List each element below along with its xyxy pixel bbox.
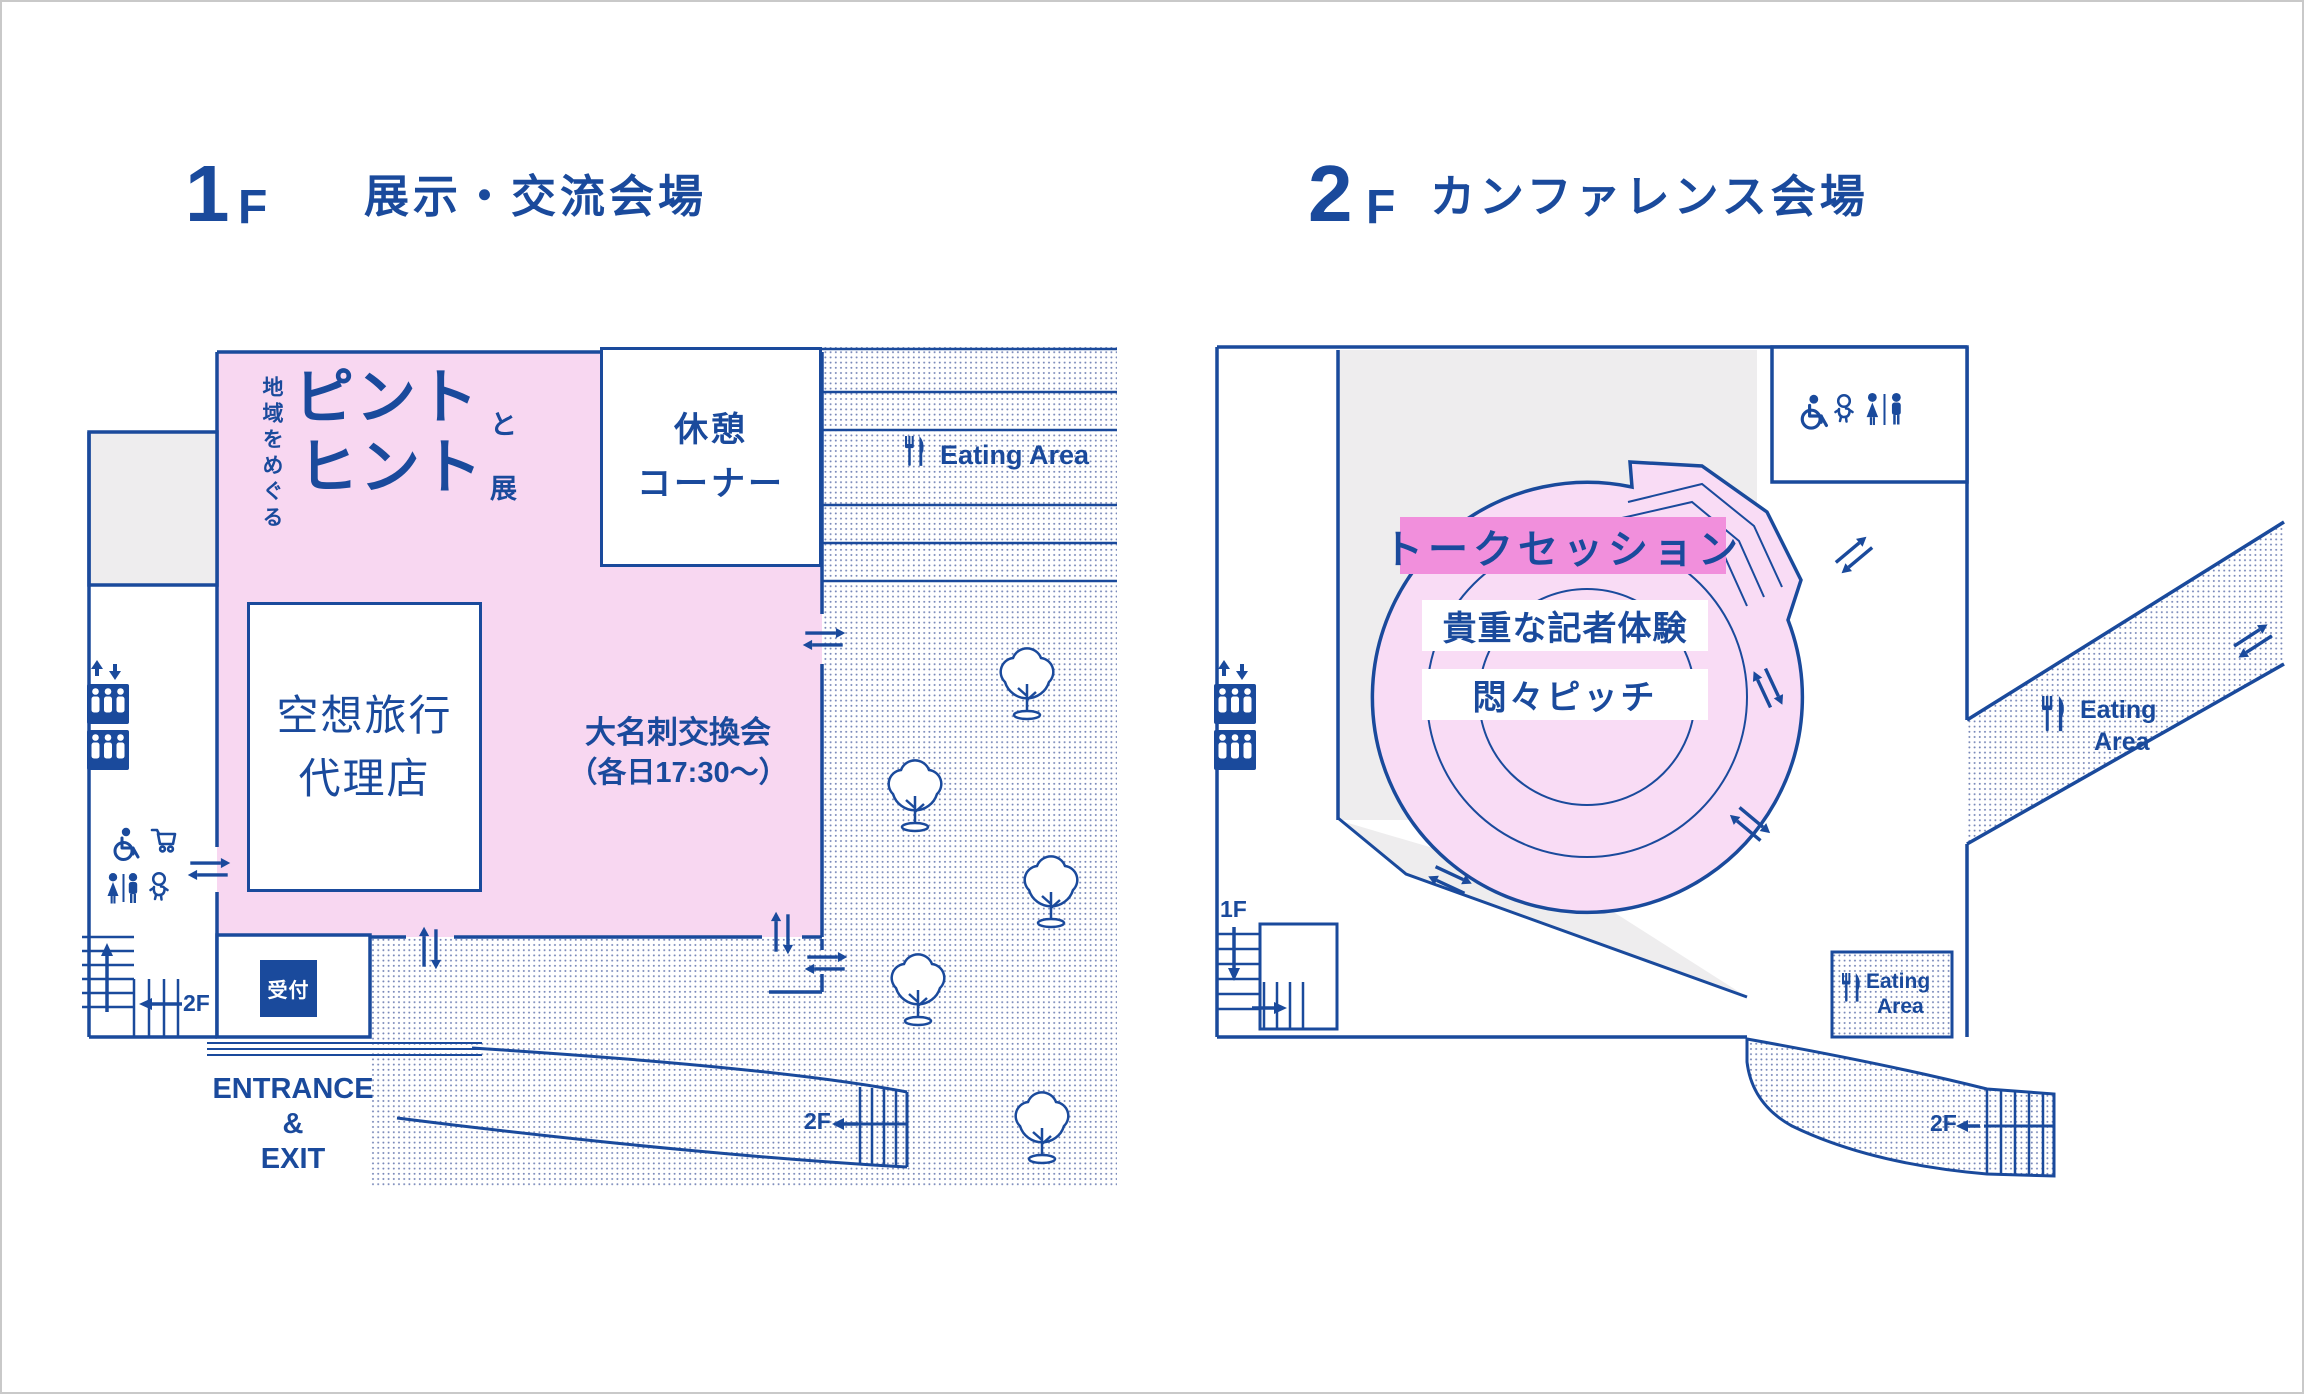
outdoor-ramp-dotted [1745,1037,2056,1178]
elevator-icon [85,658,131,772]
entrance-line3: EXIT [260,1142,326,1175]
gray-wedge-edge [1337,816,1748,999]
floor1-title: 展示・交流会場 [364,171,708,222]
program1-label: 貴重な記者体験 [1442,610,1688,648]
floor2-suffix: F [1366,181,1396,234]
logo-word1: ピント [294,364,480,431]
floor1-number: 1 [185,149,230,238]
eating-area-label: Area [1877,995,1924,1018]
floor1-suffix: F [238,181,268,234]
inner-staircase [82,935,180,1037]
baby-icon [149,871,169,901]
logo-connector: と [490,410,517,440]
eating-corridor-dotted [1967,522,2284,844]
f2-staircase-arrows [1228,927,1287,1014]
reception-label: 受付 [267,980,310,1002]
inner-staircase-arrows [101,943,182,1012]
restroom-divider [1883,394,1886,425]
rest-corner-label-line1: 休憩 [674,410,748,449]
program1-banner: 貴重な記者体験 [1422,600,1708,651]
eating-area-label: Eating [1866,970,1931,993]
program2-label: 悶々ピッチ [1472,679,1658,717]
stairs-up-label: 2F [183,990,210,1016]
f2-outdoor-staircase-arrow [1956,1120,1980,1132]
elevator-icon [1212,658,1258,772]
reception-desk: 受付 [260,960,317,1017]
service-room-gray [87,430,219,587]
f2-eating-box [1830,950,1954,1039]
logo-word2: ヒント [298,434,484,501]
talk-session-banner: トークセッション [1383,517,1738,574]
restroom-man-icon [128,873,138,903]
eating-area-label: Area [2094,728,2150,756]
f2-staircase-to-1f [1217,922,1339,1031]
eating-area-label: Eating Area [940,440,1090,470]
rest-corner-label-line2: コーナー [637,465,785,503]
entrance-line1: ENTRANCE [212,1073,374,1105]
entrance-exit-label: ENTRANCE & EXIT [198,1072,388,1176]
floor2-title: カンファレンス会場 [1430,171,1869,222]
door-arrows-icon [1828,531,1880,579]
agency-label-line2: 代理店 [298,755,431,802]
floor2-number: 2 [1308,149,1353,238]
outdoor-stairs-label: 2F [1930,1110,1957,1136]
rest-corner-room: 休憩 コーナー [600,347,822,567]
exchange-time: （各日17:30〜） [568,756,788,789]
eating-area-label: Eating [2080,696,2157,724]
restroom-woman-icon [107,873,119,904]
logo-suffix: 展 [490,474,517,504]
program2-banner: 悶々ピッチ [1422,669,1708,720]
stroller-cart-icon [150,828,177,853]
entr-threshold-lines [207,1042,482,1056]
outdoor-staircase-arrow [832,1118,858,1130]
floor2-plan [1212,345,2285,1178]
entrance-line2: & [282,1107,304,1140]
logo-tagline: 地域をめぐる [260,376,283,532]
outdoor-stairs-label: 2F [804,1108,831,1134]
eating-area-tables [822,347,1117,583]
f2-outdoor-staircase [1984,1090,2054,1176]
outdoor-path-curves [396,1046,908,1169]
talk-session-label: トークセッション [1383,527,1743,572]
restroom-divider [122,874,125,902]
agency-booth: 空想旅行 代理店 [247,602,482,892]
agency-label-line1: 空想旅行 [276,692,453,739]
stairs-down-label: 1F [1220,896,1247,922]
wheelchair-icon [113,826,140,861]
exchange-event-label: 大名刺交換会 （各日17:30〜） [532,712,824,793]
outdoor-staircase [834,1087,909,1167]
exchange-title: 大名刺交換会 [585,715,771,750]
